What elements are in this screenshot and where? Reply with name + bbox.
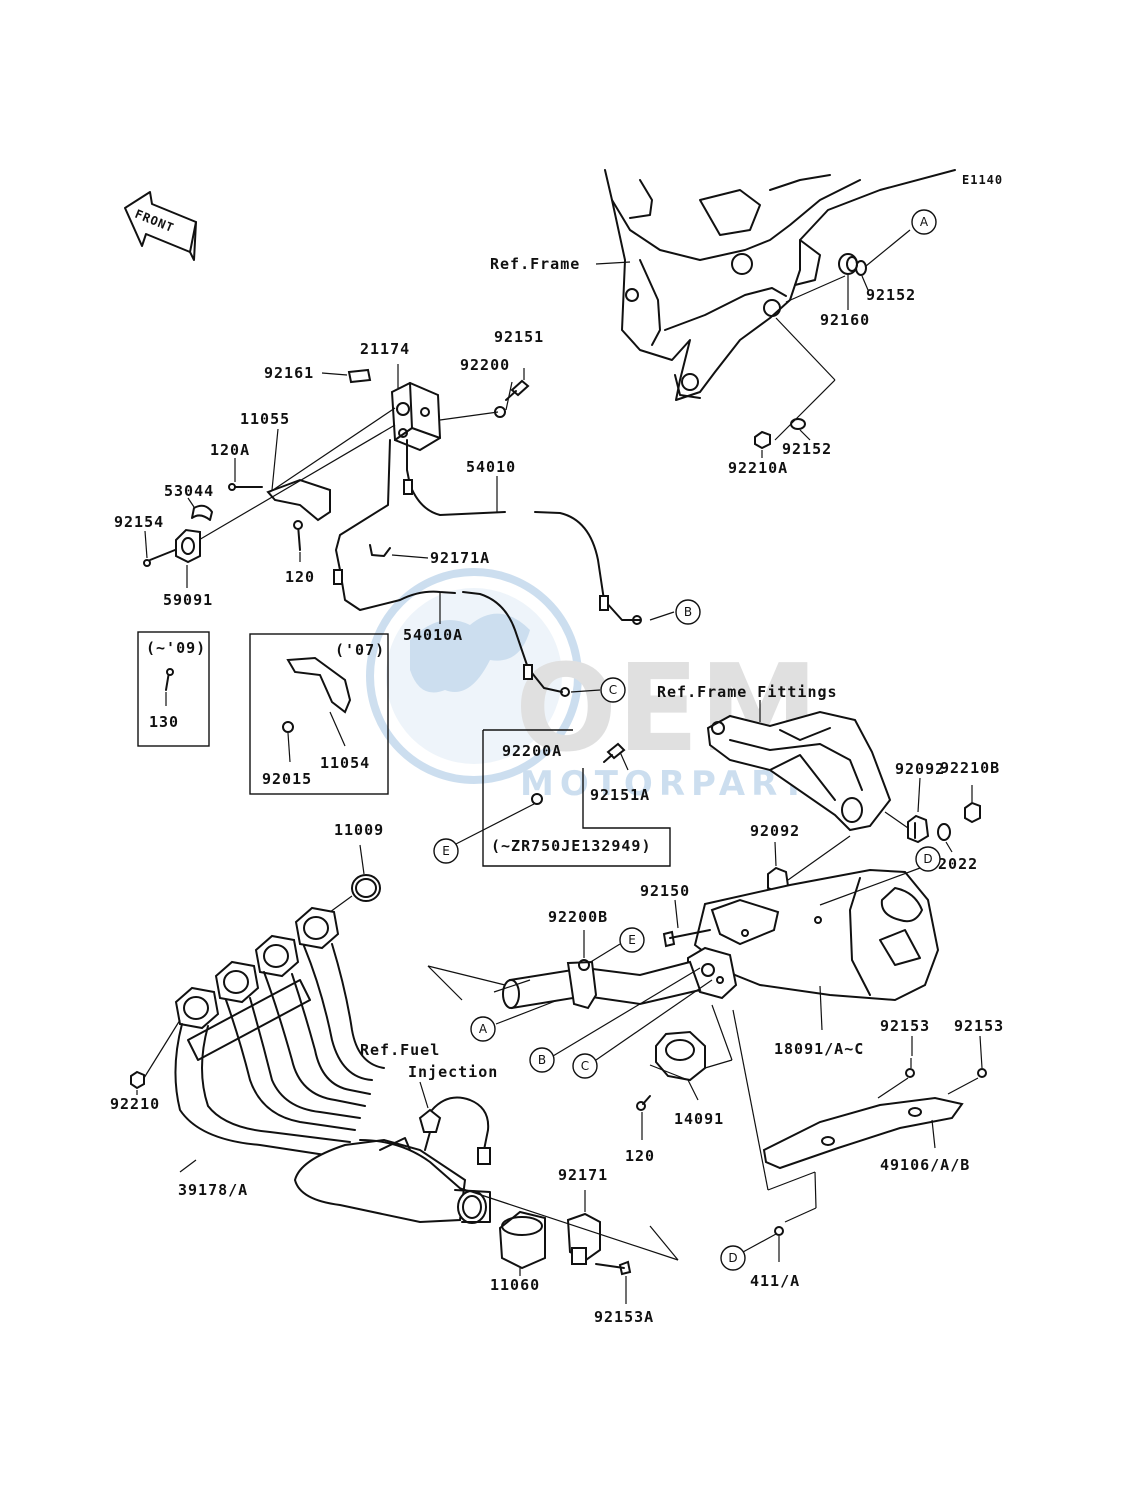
box-07-title: ('07)	[335, 641, 385, 659]
part-18091: 18091/A~C	[774, 1040, 864, 1058]
part-92171A: 92171A	[430, 549, 490, 567]
part-92171: 92171	[558, 1166, 608, 1184]
serial-note: (~ZR750JE132949)	[491, 837, 652, 855]
callout-b-cable-label: B	[684, 605, 692, 619]
diagram-id: E1140	[962, 173, 1003, 187]
part-92154: 92154	[114, 513, 164, 531]
callout-b-cable	[675, 599, 701, 625]
pulley	[175, 528, 201, 564]
part-92161: 92161	[264, 364, 314, 382]
ref-fuel-injection-line2: Injection	[408, 1063, 498, 1081]
callout-e-box	[433, 838, 459, 864]
part-120-top: 120	[285, 568, 315, 586]
part-92153A: 92153A	[594, 1308, 654, 1326]
box-09-title: (~'09)	[146, 639, 206, 657]
callout-e-muffler-label: E	[628, 933, 636, 947]
part-92092-a: 92092	[895, 760, 945, 778]
throttle-cables	[333, 439, 642, 697]
part-92152-b: 92152	[782, 440, 832, 458]
exhaust-header	[174, 906, 491, 1224]
part-59091: 59091	[163, 591, 213, 609]
callout-a-top-label: A	[920, 215, 929, 229]
muffler	[502, 868, 940, 1010]
frame	[604, 169, 956, 401]
ref-fuel-injection-line1: Ref.Fuel	[360, 1041, 440, 1059]
front-arrow-icon: FRONT	[124, 191, 197, 261]
box-09	[137, 631, 210, 747]
part-120A: 120A	[210, 441, 250, 459]
watermark: OEM MOTORPARTS	[366, 568, 835, 804]
callout-a-muffler	[470, 1016, 496, 1042]
part-92153-b: 92153	[954, 1017, 1004, 1035]
callout-c-cable-label: C	[609, 683, 617, 697]
part-92151A: 92151A	[590, 786, 650, 804]
callout-d-top-label: D	[923, 852, 932, 866]
callout-b-muffler-label: B	[538, 1053, 546, 1067]
callout-b-muffler	[529, 1047, 555, 1073]
part-92210B: 92210B	[940, 759, 1000, 777]
callout-e-box-label: E	[442, 844, 450, 858]
valve-cover	[655, 1030, 706, 1082]
part-54010A: 54010A	[403, 626, 463, 644]
part-92160: 92160	[820, 311, 870, 329]
part-92152-a: 92152	[866, 286, 916, 304]
part-53044: 53044	[164, 482, 214, 500]
callout-c-cable	[600, 677, 626, 703]
oxygen-sensor	[418, 1096, 491, 1165]
part-49106: 49106/A/B	[880, 1156, 970, 1174]
servo-motor	[390, 381, 442, 452]
callout-e-muffler	[619, 927, 645, 953]
heat-guard	[762, 1096, 964, 1170]
part-92092-b: 92092	[750, 822, 800, 840]
callout-a-muffler-label: A	[479, 1022, 488, 1036]
part-14091: 14091	[674, 1110, 724, 1128]
part-92210A: 92210A	[728, 459, 788, 477]
part-92200: 92200	[460, 356, 510, 374]
part-92015: 92015	[262, 770, 312, 788]
part-11055: 11055	[240, 410, 290, 428]
part-11060: 11060	[490, 1276, 540, 1294]
callout-d-bottom-label: D	[728, 1251, 737, 1265]
part-92200B: 92200B	[548, 908, 608, 926]
ref-frame-label: Ref.Frame	[490, 255, 580, 273]
part-92150: 92150	[640, 882, 690, 900]
callout-d-top	[915, 846, 941, 872]
ref-frame-fittings-label: Ref.Frame Fittings	[657, 683, 838, 701]
part-92200A: 92200A	[502, 742, 562, 760]
part-92151: 92151	[494, 328, 544, 346]
callout-a-top	[911, 209, 937, 235]
callout-d-bottom	[720, 1245, 746, 1271]
callout-c-muffler-label: C	[581, 1059, 589, 1073]
part-21174: 21174	[360, 340, 410, 358]
part-411: 411/A	[750, 1272, 800, 1290]
part-11054: 11054	[320, 754, 370, 772]
part-130: 130	[149, 713, 179, 731]
callout-c-muffler	[572, 1053, 598, 1079]
part-11009: 11009	[334, 821, 384, 839]
frame-fitting-bracket	[706, 710, 892, 832]
part-92210: 92210	[110, 1095, 160, 1113]
part-120-bottom: 120	[625, 1147, 655, 1165]
part-39178: 39178/A	[178, 1181, 248, 1199]
exhaust-clamp	[566, 1212, 601, 1265]
box-07	[249, 633, 389, 795]
part-92153-a: 92153	[880, 1017, 930, 1035]
part-54010: 54010	[466, 458, 516, 476]
